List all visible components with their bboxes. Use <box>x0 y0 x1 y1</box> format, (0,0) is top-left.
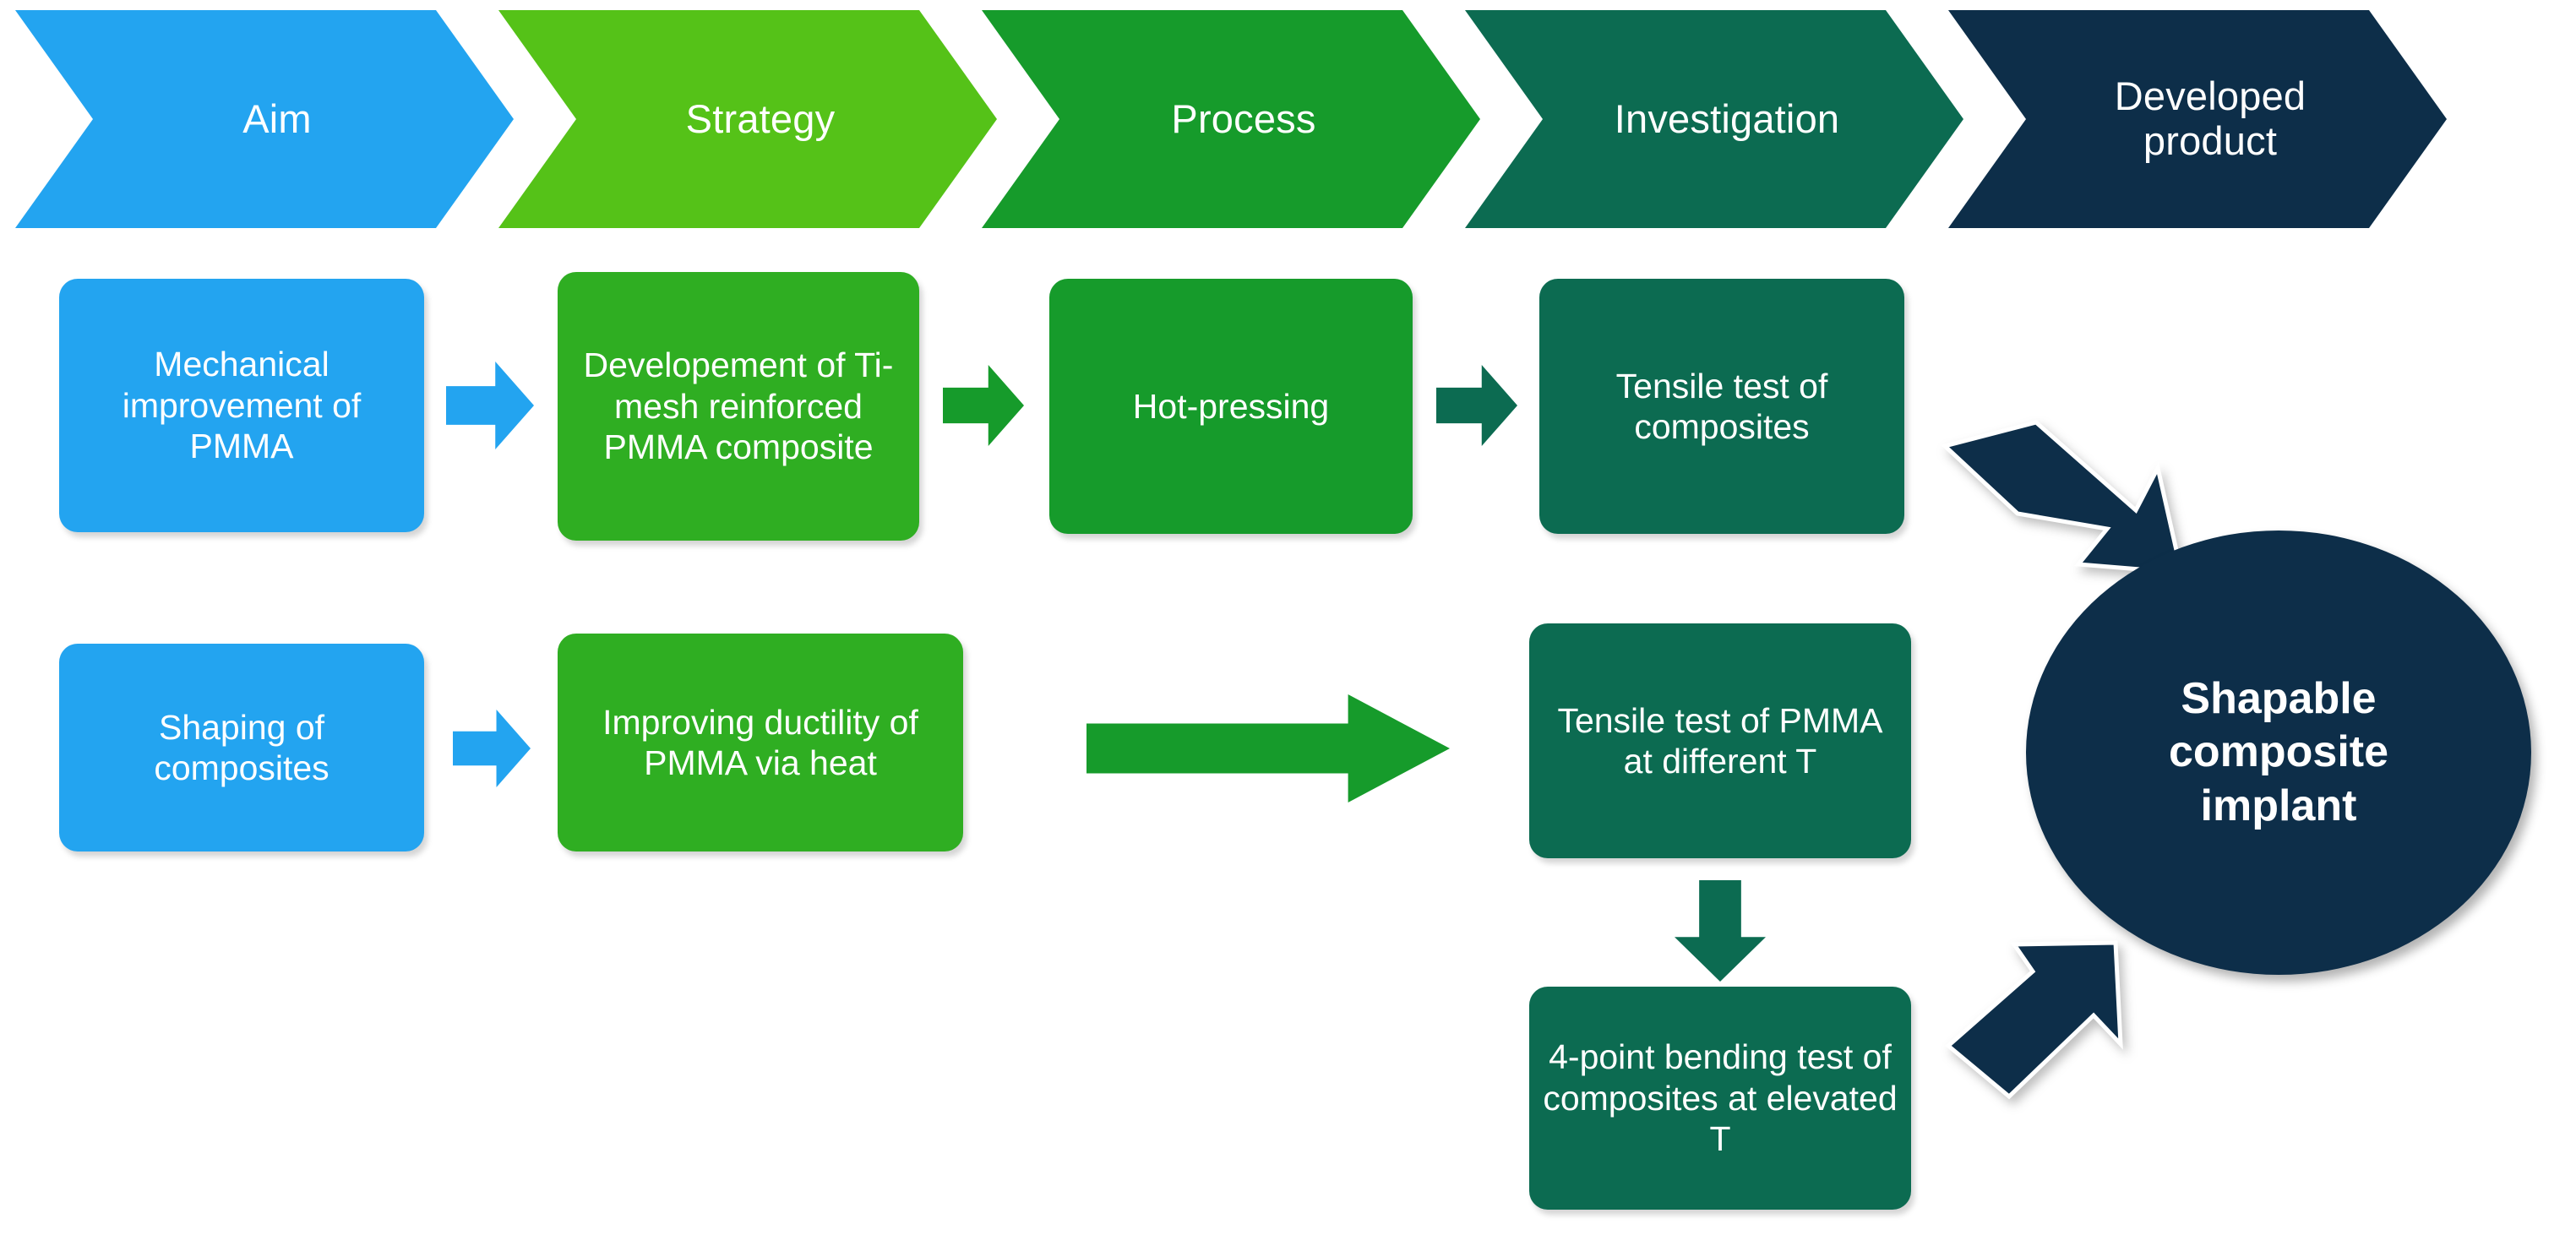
stage-chevron-strategy[interactable]: Strategy <box>498 10 997 228</box>
arrow-diagonal-up-right-icon <box>1945 940 2123 1100</box>
box-strategy-improving-ductility[interactable]: Improving ductility of PMMA via heat <box>558 634 963 851</box>
arrow-long-process-skip <box>1086 694 1450 802</box>
arrow-process-to-investigation-row1 <box>1436 365 1517 446</box>
outcome-ellipse-label: Shapable composite implant <box>2169 672 2388 833</box>
box-process-hot-pressing-label: Hot-pressing <box>1132 386 1330 426</box>
box-investigation-four-point-bending[interactable]: 4-point bending test of composites at el… <box>1529 987 1911 1210</box>
arrow-down-to-bending-test <box>1675 880 1766 982</box>
stage-chevron-aim-label: Aim <box>242 95 312 141</box>
box-strategy-improving-ductility-label: Improving ductility of PMMA via heat <box>602 702 918 782</box>
box-strategy-ti-mesh-composite[interactable]: Developement of Ti-mesh reinforced PMMA … <box>558 272 919 541</box>
box-investigation-four-point-bending-label: 4-point bending test of composites at el… <box>1543 1037 1898 1159</box>
box-investigation-tensile-test-composites-label: Tensile test of composites <box>1615 366 1828 446</box>
box-process-hot-pressing[interactable]: Hot-pressing <box>1049 279 1413 534</box>
arrow-strategy-to-process-row1 <box>943 365 1024 446</box>
box-aim-shaping-of-composites[interactable]: Shaping of composites <box>59 644 424 851</box>
stage-chevron-investigation[interactable]: Investigation <box>1465 10 1963 228</box>
arrow-aim-to-strategy-row2 <box>453 710 531 787</box>
stage-chevron-developed-product-label: Developed product <box>2115 74 2306 163</box>
stage-chevron-aim[interactable]: Aim <box>15 10 514 228</box>
stage-chevron-process[interactable]: Process <box>982 10 1480 228</box>
developed-product-line-1: Developed <box>2114 73 2306 119</box>
box-investigation-tensile-test-pmma[interactable]: Tensile test of PMMA at different T <box>1529 623 1911 858</box>
stage-chevron-process-label: Process <box>1171 95 1316 141</box>
box-aim-mechanical-improvement[interactable]: Mechanical improvement of PMMA <box>59 279 424 532</box>
arrow-aim-to-strategy-row1 <box>446 362 534 449</box>
box-aim-mechanical-improvement-label: Mechanical improvement of PMMA <box>122 345 362 466</box>
box-strategy-ti-mesh-composite-label: Developement of Ti-mesh reinforced PMMA … <box>583 345 894 467</box>
box-investigation-tensile-test-pmma-label: Tensile test of PMMA at different T <box>1557 700 1883 781</box>
outcome-ellipse-shapable-composite-implant[interactable]: Shapable composite implant <box>2026 530 2531 975</box>
outcome-label-line-2: composite <box>2168 727 2389 777</box>
stage-chevron-investigation-label: Investigation <box>1614 95 1840 141</box>
stage-chevron-strategy-label: Strategy <box>685 95 836 141</box>
outcome-label-line-3: implant <box>2200 781 2357 830</box>
developed-product-line-2: product <box>2143 118 2278 163</box>
box-aim-shaping-of-composites-label: Shaping of composites <box>154 707 329 787</box>
box-investigation-tensile-test-composites[interactable]: Tensile test of composites <box>1539 279 1904 534</box>
outcome-label-line-1: Shapable <box>2181 673 2377 723</box>
stage-chevron-developed-product[interactable]: Developed product <box>1948 10 2447 228</box>
